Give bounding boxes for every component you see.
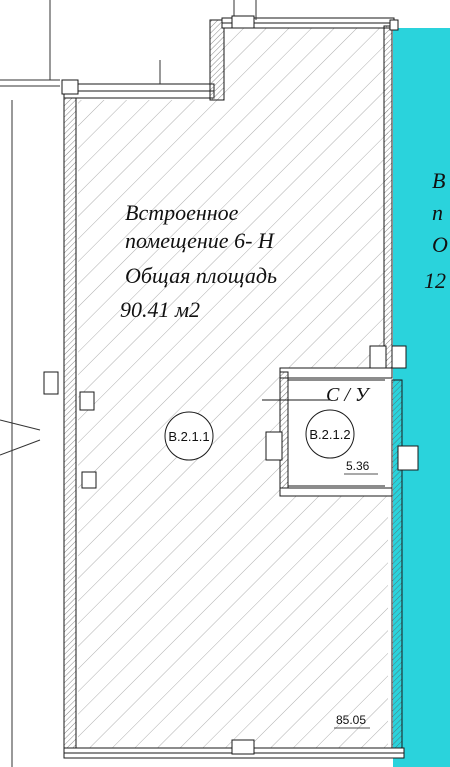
bathroom-marker-circle [305, 409, 355, 459]
neighbor-label-line3: О [432, 232, 448, 257]
exterior-lines [0, 0, 257, 767]
bathroom-label: С / У [326, 384, 371, 406]
room-area-value: 90.41 м2 [120, 297, 200, 322]
bathroom-marker-id: В.2.1.2 [309, 427, 350, 442]
room-title-line1: Встроенное [125, 200, 239, 225]
neighbor-label-line1: В [432, 168, 445, 193]
level-mark: 85.05 [336, 713, 366, 727]
room-marker-circle [164, 411, 214, 461]
bathroom-area: 5.36 [346, 459, 370, 473]
room-hatch-area [78, 25, 388, 748]
room-title-line2: помещение 6- Н [125, 228, 275, 253]
room-area-label: Общая площадь [125, 263, 277, 288]
neighbor-label-line4: 12 [424, 268, 446, 293]
room-marker-id: В.2.1.1 [168, 429, 209, 444]
fixtures [43, 15, 419, 755]
neighbor-label-line2: п [432, 200, 443, 225]
